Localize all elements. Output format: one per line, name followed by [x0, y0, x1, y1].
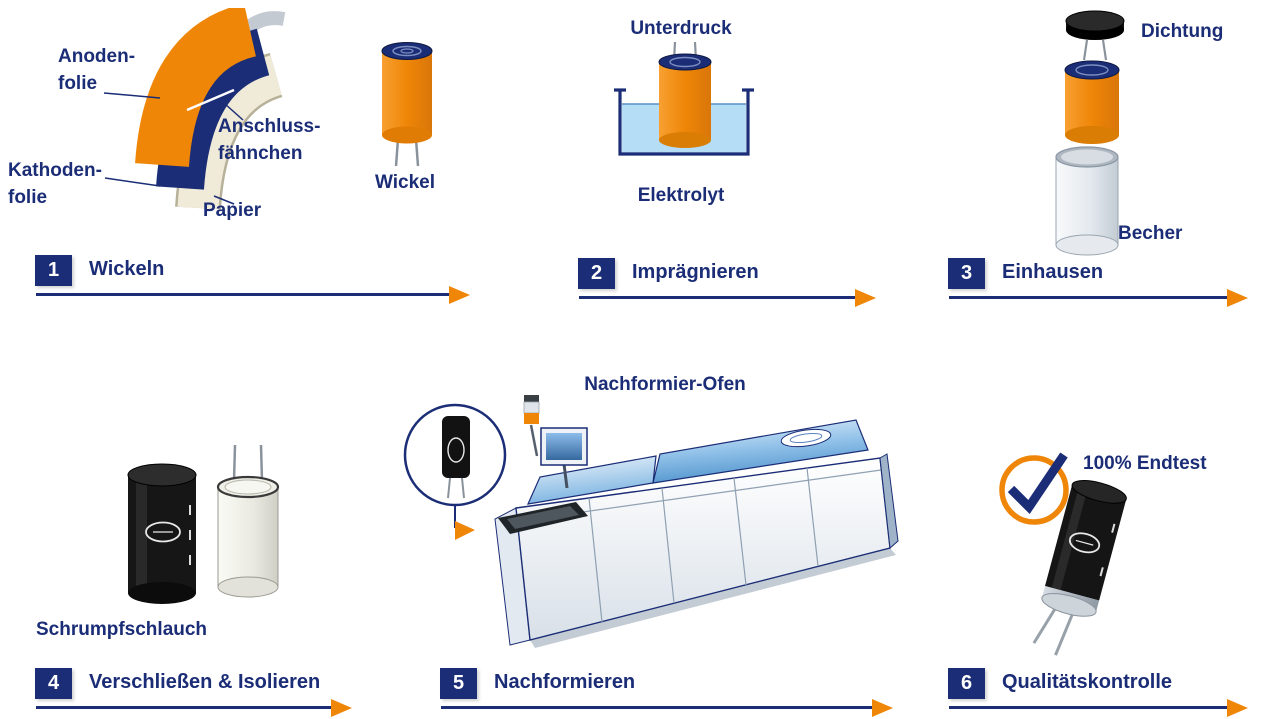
lead-wire	[1101, 39, 1108, 61]
quality-check-illustration	[999, 452, 1127, 656]
lead-wire	[259, 444, 264, 482]
wickel-body	[659, 62, 711, 140]
step-3-title: Einhausen	[1002, 261, 1104, 283]
housing-exploded-illustration	[1055, 10, 1125, 256]
lead-wire	[1054, 611, 1075, 656]
pointer-cathode	[104, 177, 161, 187]
can-body	[1055, 156, 1119, 246]
terminal-tab-line	[186, 88, 235, 112]
signal-light-clear	[523, 401, 540, 414]
anode-foil-band	[135, 8, 258, 168]
pointer-paper	[213, 195, 235, 205]
magnified-capacitor	[442, 416, 470, 478]
step-3: 3 Einhausen	[948, 258, 1248, 307]
wickel-top	[658, 53, 712, 71]
step-1-arrow	[35, 286, 470, 304]
foil-winding-illustration	[103, 8, 286, 210]
sleeve-top	[127, 463, 197, 487]
step-1: 1 Wickeln	[35, 255, 470, 304]
wickel-top	[381, 42, 433, 60]
label-elektrolyt: Elektrolyt	[637, 185, 725, 206]
capacitor-body	[217, 486, 279, 588]
label-anoden-folie: Anoden- folie	[58, 46, 136, 94]
step-2-title: Imprägnieren	[632, 261, 759, 283]
lead-wire	[1082, 39, 1089, 61]
lead-wire	[232, 444, 237, 482]
step-4-number: 4	[35, 668, 72, 699]
step-2: 2 Imprägnieren	[578, 258, 876, 307]
label-anschluss-faehnchen: Anschluss- fähnchen	[218, 116, 321, 164]
label-kathoden-folie: Kathoden- folie	[8, 160, 102, 208]
step-6-title: Qualitätskontrolle	[1002, 671, 1173, 693]
lead-wire	[414, 138, 420, 167]
checkmark-icon	[1007, 452, 1068, 515]
signal-light-cap	[524, 395, 539, 402]
wickel-body	[382, 51, 432, 135]
label-schrumpfschlauch: Schrumpfschlauch	[36, 619, 208, 640]
step-2-arrow	[578, 289, 876, 307]
step-2-number: 2	[578, 258, 615, 289]
step-5: 5 Nachformieren	[440, 668, 893, 717]
signal-light-orange	[524, 413, 539, 424]
impregnation-illustration	[614, 42, 754, 156]
step-6: 6 Qualitätskontrolle	[948, 668, 1248, 717]
reforming-oven-illustration	[403, 395, 899, 648]
arrow-head-icon	[1227, 289, 1248, 307]
capacitor-bottom	[1041, 593, 1097, 617]
step-4-title: Verschließen & Isolieren	[89, 671, 321, 693]
arrow-head-icon	[1227, 699, 1248, 717]
step-3-number: 3	[948, 258, 985, 289]
wickel-illustration	[381, 42, 433, 167]
step-1-number: 1	[35, 255, 72, 286]
arrow-head-icon	[855, 289, 876, 307]
arrow-head-icon	[449, 286, 470, 304]
capacitor-bottom	[217, 576, 279, 598]
arrow-head-icon	[872, 699, 893, 717]
label-endtest: 100% Endtest	[1083, 453, 1207, 474]
step-6-arrow	[948, 699, 1248, 717]
label-nachformier-ofen: Nachformier-Ofen	[584, 374, 746, 395]
label-wickel: Wickel	[374, 172, 436, 193]
step-5-number: 5	[440, 668, 477, 699]
step-3-arrow	[948, 289, 1248, 307]
step-1-title: Wickeln	[89, 258, 165, 280]
step-4: 4 Verschließen & Isolieren	[35, 668, 352, 717]
capacitor-logo	[1068, 532, 1101, 554]
pointer-tab	[223, 102, 244, 121]
pointer-anode	[103, 92, 161, 99]
shrink-sleeve-illustration	[127, 444, 280, 604]
step-5-title: Nachformieren	[494, 671, 636, 693]
tested-capacitor	[1032, 480, 1127, 656]
tub-outline	[618, 90, 750, 156]
can-bottom	[1055, 234, 1119, 256]
monitor-screen	[546, 433, 582, 460]
wickel-bottom	[1065, 126, 1119, 144]
label-dichtung: Dichtung	[1141, 21, 1224, 42]
arrow-head-icon	[331, 699, 352, 717]
step-4-arrow	[35, 699, 352, 717]
wickel-bottom	[659, 132, 711, 148]
capacitor-top	[1071, 480, 1127, 504]
label-unterdruck: Unterdruck	[630, 18, 732, 39]
pointer-arrow	[455, 521, 475, 540]
seal-top	[1065, 10, 1125, 32]
wickel-top	[1064, 60, 1120, 80]
sleeve-bottom	[128, 582, 196, 604]
oven-lid-left	[526, 455, 657, 505]
lead-wire	[1032, 606, 1058, 644]
wickel-body	[1065, 70, 1119, 135]
step-6-number: 6	[948, 668, 985, 699]
label-papier: Papier	[203, 200, 262, 221]
lead-wire	[394, 138, 400, 167]
wickel-bottom	[382, 126, 432, 144]
sleeve-logo	[145, 521, 181, 543]
label-becher: Becher	[1118, 223, 1183, 244]
step-5-arrow	[440, 699, 893, 717]
